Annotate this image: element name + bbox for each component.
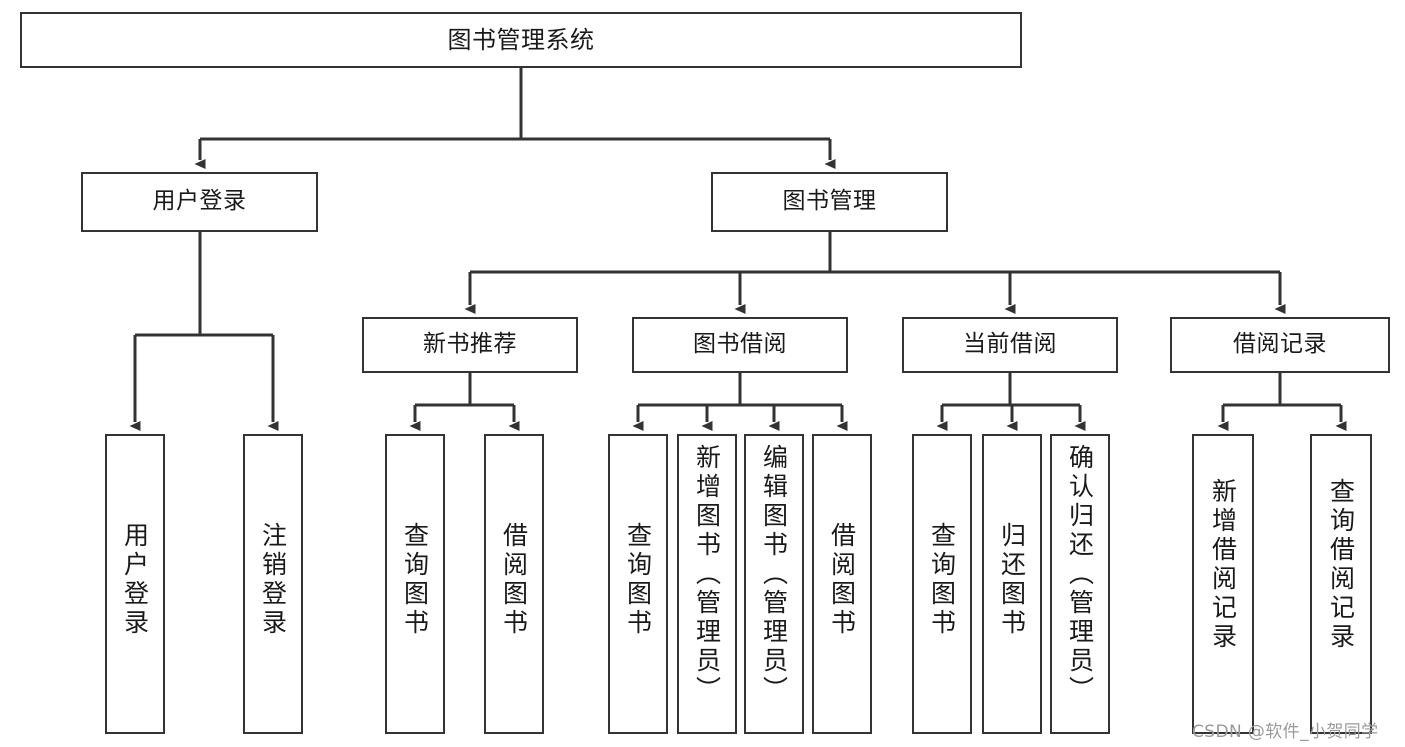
node-leaf-edit-book[interactable]: 编辑图书（管理员） — [744, 434, 804, 734]
node-current-borrow-label: 当前借阅 — [963, 331, 1057, 358]
node-current-borrow[interactable]: 当前借阅 — [902, 317, 1118, 373]
edge-root-to-level2 — [194, 68, 836, 169]
node-user-login[interactable]: 用户登录 — [81, 172, 318, 232]
edge-userlogin-to-leaves — [129, 232, 279, 431]
node-leaf-query-record-label: 查询借阅记录 — [1326, 478, 1356, 652]
node-leaf-return-book[interactable]: 归还图书 — [982, 434, 1042, 734]
node-leaf-query-book-3[interactable]: 查询图书 — [912, 434, 972, 734]
edge-bookborrow-to-leaves — [632, 373, 848, 431]
node-leaf-confirm-return[interactable]: 确认归还（管理员） — [1050, 434, 1110, 734]
node-leaf-add-book-label: 新增图书（管理员） — [692, 444, 722, 705]
csdn-watermark: CSDN @软件_小贺同学 — [1192, 722, 1379, 742]
node-leaf-borrow-book-2[interactable]: 借阅图书 — [812, 434, 872, 734]
node-leaf-query-book-2[interactable]: 查询图书 — [608, 434, 668, 734]
node-leaf-query-book-1[interactable]: 查询图书 — [385, 434, 445, 734]
node-borrow-record[interactable]: 借阅记录 — [1170, 317, 1390, 373]
node-leaf-borrow-book-1-label: 借阅图书 — [499, 522, 529, 638]
node-leaf-borrow-book-1[interactable]: 借阅图书 — [484, 434, 544, 734]
node-leaf-user-logout-label: 注销登录 — [258, 522, 288, 638]
node-leaf-user-login-label: 用户登录 — [120, 522, 150, 638]
node-book-borrow-label: 图书借阅 — [693, 331, 787, 358]
node-leaf-add-record-label: 新增借阅记录 — [1208, 478, 1238, 652]
node-leaf-add-book[interactable]: 新增图书（管理员） — [677, 434, 737, 734]
node-leaf-borrow-book-2-label: 借阅图书 — [827, 522, 857, 638]
node-book-manage[interactable]: 图书管理 — [711, 172, 948, 232]
node-leaf-add-record[interactable]: 新增借阅记录 — [1192, 434, 1254, 734]
node-new-book-rec[interactable]: 新书推荐 — [362, 317, 578, 373]
node-leaf-return-book-label: 归还图书 — [997, 522, 1027, 638]
node-leaf-user-logout[interactable]: 注销登录 — [243, 434, 303, 734]
node-root-system-label: 图书管理系统 — [447, 25, 595, 54]
node-leaf-query-book-1-label: 查询图书 — [400, 522, 430, 638]
node-leaf-query-book-2-label: 查询图书 — [623, 522, 653, 638]
edge-borrowrecord-to-leaves — [1217, 373, 1347, 431]
node-book-borrow[interactable]: 图书借阅 — [632, 317, 848, 373]
node-leaf-confirm-return-label: 确认归还（管理员） — [1065, 444, 1095, 705]
node-book-manage-label: 图书管理 — [782, 188, 877, 215]
node-new-book-rec-label: 新书推荐 — [423, 331, 517, 358]
edge-currentborrow-to-leaves — [936, 373, 1086, 431]
node-leaf-query-record[interactable]: 查询借阅记录 — [1310, 434, 1372, 734]
node-borrow-record-label: 借阅记录 — [1233, 331, 1327, 358]
node-root-system[interactable]: 图书管理系统 — [20, 12, 1022, 68]
node-leaf-query-book-3-label: 查询图书 — [927, 522, 957, 638]
edge-newbookrec-to-leaves — [409, 373, 520, 431]
edge-bookmanage-to-level3 — [464, 232, 1286, 314]
node-leaf-user-login[interactable]: 用户登录 — [105, 434, 165, 734]
node-leaf-edit-book-label: 编辑图书（管理员） — [759, 444, 789, 705]
node-user-login-label: 用户登录 — [152, 188, 247, 215]
